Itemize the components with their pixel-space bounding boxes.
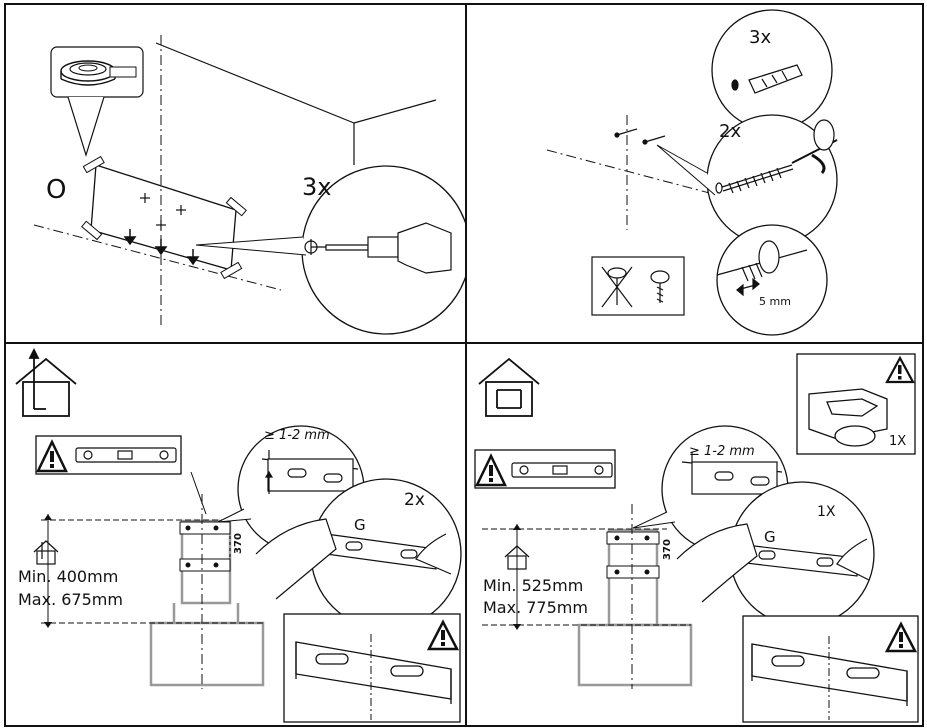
warning-icon (885, 355, 915, 384)
house-ducted-icon (15, 347, 77, 417)
bracket-count-label: 1X (817, 504, 836, 520)
warning-icon (475, 453, 507, 487)
min-height-label: Min. 400mm (18, 567, 119, 586)
height-dimension-label: 370 (661, 539, 673, 560)
warning-icon (426, 619, 460, 651)
warning-icon (884, 621, 918, 653)
accessory-count-label: 1X (889, 434, 907, 449)
panel-bracket-ducted: ≥ 1-2 mm 370 2x G Min. 400mm Max. 675mm (6, 344, 465, 725)
house-recirculation-icon (478, 357, 540, 417)
point-label: G (354, 516, 366, 534)
panel2-drawing (546, 9, 838, 336)
panel4-drawing (474, 353, 919, 723)
panel-bracket-recirculation: ≥ 1-2 mm 370 1X G Min. 525mm Max. 775mm … (467, 344, 922, 725)
gap-dimension-label: 5 mm (759, 295, 791, 308)
max-height-label: Max. 675mm (18, 590, 123, 609)
tape-roll-icon (60, 60, 137, 86)
drill-icon (304, 222, 452, 274)
plug-count-label: 3x (749, 27, 772, 48)
height-dimension-label: 370 (232, 533, 244, 554)
gap-label: ≥ 1-2 mm (264, 428, 330, 443)
panel-mark-and-drill: O 3x (6, 5, 465, 342)
panel3-drawing (15, 347, 462, 723)
screw-icon (715, 119, 838, 194)
point-label: G (764, 528, 776, 546)
screw-count-label: 2x (719, 121, 742, 142)
max-height-label: Max. 775mm (483, 598, 588, 617)
wall-plug-icon (731, 64, 803, 94)
bracket-count-label: 2x (404, 490, 425, 510)
panel1-drawing (33, 35, 465, 335)
spirit-level-icon (75, 447, 177, 463)
warning-icon (36, 439, 68, 473)
gap-label: ≥ 1-2 mm (689, 444, 755, 459)
drill-count-label: 3x (302, 173, 332, 201)
min-height-label: Min. 525mm (483, 576, 584, 595)
step-letter-label: O (46, 175, 67, 205)
spirit-level-icon (511, 462, 613, 478)
panel-plugs-and-screws: 3x 2x 5 mm (467, 5, 922, 342)
